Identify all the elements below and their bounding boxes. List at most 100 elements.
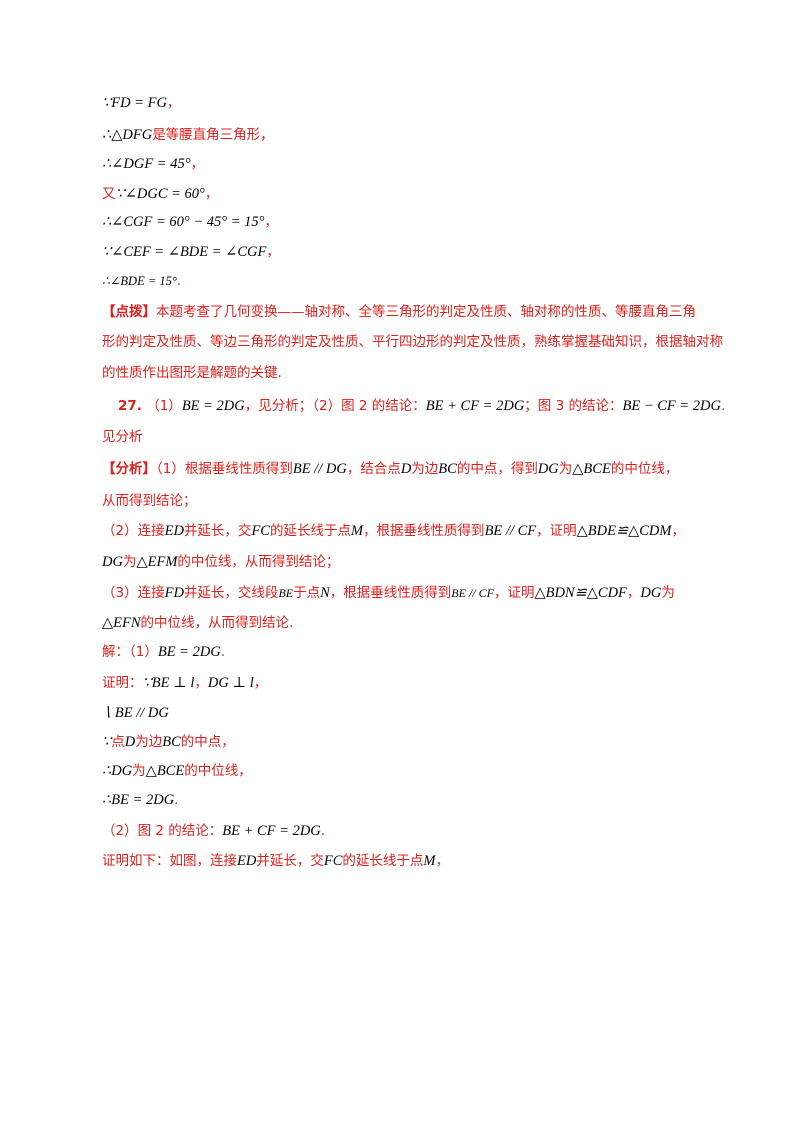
analysis-text: 的中位线， <box>610 461 679 477</box>
solution-text: 的中位线， <box>184 763 252 779</box>
analysis-text: ， <box>626 585 641 601</box>
proof-line-2: ∴△DFG是等腰直角三角形， <box>102 126 274 144</box>
math-expr: BE // DG <box>292 461 347 477</box>
proof-line-1: ∵FD = FG， <box>102 94 180 112</box>
analysis-text: 于点 <box>293 585 321 601</box>
math-expr: DG ⊥ l <box>207 675 254 691</box>
line-text: ， <box>266 244 280 260</box>
analysis-text: ， <box>671 523 685 539</box>
solution-line-5: ∴DG为△BCE的中位线， <box>102 762 252 780</box>
math-expr: BE <box>278 586 294 600</box>
math-expr: BE + CF = 2DG <box>222 823 321 839</box>
math-expr: ED <box>237 853 257 869</box>
tip-text: 的性质作出图形是解题的关键. <box>102 365 282 381</box>
solution-text: 点 <box>111 734 125 750</box>
analysis-text: ，根据垂线性质得到 <box>329 585 452 601</box>
math-expr: △BCE <box>572 461 611 477</box>
solution-text: ， <box>253 675 268 691</box>
math-expr: FC <box>323 853 343 869</box>
math-expr: △BDE≌△CDM <box>576 523 672 539</box>
analysis-text: 为 <box>558 461 573 477</box>
question-number: 27. <box>118 398 142 414</box>
solution-line-1: 解：（1）BE = 2DG. <box>102 643 225 661</box>
answer-text: . <box>720 398 726 414</box>
answer-text: （1） <box>146 398 182 414</box>
math-expr: △EFM <box>136 554 178 570</box>
solution-text: 的延长线于点 <box>342 853 424 869</box>
math-expr: ∵∠DGC = 60° <box>115 186 205 202</box>
analysis-text: 并延长，交 <box>183 523 252 539</box>
math-expr: ∴BE = 2DG <box>102 792 175 808</box>
analysis-line-4: DG为△EFM的中位线，从而得到结论； <box>102 553 339 571</box>
solution-line-6: ∴BE = 2DG. <box>102 791 178 809</box>
proof-line-4: 又∵∠DGC = 60°， <box>102 185 218 203</box>
tip-line-3: 的性质作出图形是解题的关键. <box>102 364 282 382</box>
solution-text: . <box>220 644 226 660</box>
solution-line-8: 证明如下：如图，连接ED并延长，交FC的延长线于点M， <box>102 852 449 870</box>
solution-text: 为边 <box>135 734 163 750</box>
answer-27-line-1: 27. （1）BE = 2DG，见分析；（2）图 2 的结论：BE + CF =… <box>118 397 725 415</box>
analysis-text: （1）根据垂线性质得到 <box>156 461 293 477</box>
analysis-text: ，证明 <box>493 585 535 601</box>
math-expr: △EFN <box>102 615 141 631</box>
analysis-text: 的中位线，从而得到结论. <box>140 615 294 631</box>
line-text: ， <box>166 95 181 111</box>
line-text: ， <box>204 186 219 202</box>
analysis-text: 的中位线，从而得到结论； <box>177 554 340 570</box>
analysis-text: ，根据垂线性质得到 <box>363 523 485 539</box>
math-expr: BC <box>438 461 457 477</box>
math-expr: DG <box>102 554 123 570</box>
math-expr: ∵ <box>102 734 112 750</box>
line-text: ， <box>190 156 205 172</box>
answer-27-line-2: 见分析 <box>102 428 143 446</box>
analysis-line-1: 【分析】（1）根据垂线性质得到BE // DG，结合点D为边BC的中点，得到DG… <box>102 460 678 478</box>
solution-text: . <box>320 823 326 839</box>
line-text: . <box>176 273 182 289</box>
solution-text: 解：（1） <box>102 644 158 660</box>
math-expr: ∴∠CGF = 60° − 45° = 15° <box>102 214 265 230</box>
proof-line-5: ∴∠CGF = 60° − 45° = 15°， <box>102 213 278 231</box>
math-expr: DG <box>537 461 559 477</box>
proof-line-3: ∴∠DGF = 45°， <box>102 155 204 173</box>
math-expr: ∴△DFG <box>102 127 153 143</box>
solution-line-3: ∖ BE // DG <box>102 704 169 722</box>
math-expr: BE + CF = 2DG <box>425 398 525 414</box>
analysis-text: （3）连接 <box>102 585 165 601</box>
math-expr: BE // CF <box>484 523 537 539</box>
solution-text: ， <box>194 675 208 691</box>
tip-label: 【点拨】 <box>102 304 156 320</box>
math-expr: M <box>350 523 364 539</box>
solution-text: . <box>174 792 179 808</box>
math-expr: D <box>124 734 136 750</box>
math-expr: ∴∠BDE = 15° <box>102 274 177 288</box>
solution-line-4: ∵点D为边BC的中点， <box>102 733 235 751</box>
answer-text: ，见分析；（2）图 2 的结论： <box>244 398 426 414</box>
analysis-text: 为 <box>122 554 137 570</box>
math-expr: ∖ BE // DG <box>102 705 169 721</box>
solution-text: 为 <box>132 763 146 779</box>
analysis-text: （2）连接 <box>102 523 165 539</box>
math-expr: BC <box>162 734 181 750</box>
solution-text: ， <box>435 853 449 869</box>
math-expr: FD <box>164 585 184 601</box>
analysis-line-2: 从而得到结论； <box>102 492 197 510</box>
tip-line-1: 【点拨】本题考查了几何变换——轴对称、全等三角形的判定及性质、轴对称的性质、等腰… <box>102 303 696 321</box>
proof-line-6: ∵∠CEF = ∠BDE = ∠CGF， <box>102 243 280 261</box>
math-expr: ∵∠CEF = ∠BDE = ∠CGF <box>102 244 267 260</box>
tip-text: 本题考查了几何变换——轴对称、全等三角形的判定及性质、轴对称的性质、等腰直角三角 <box>156 304 696 320</box>
solution-text: 证明： <box>102 675 143 691</box>
solution-text: 证明如下：如图，连接 <box>102 853 237 869</box>
math-expr: D <box>400 461 412 477</box>
analysis-text: ，结合点 <box>346 461 401 477</box>
solution-text: 的中点， <box>180 734 235 750</box>
analysis-text: 并延长，交线段 <box>183 585 279 601</box>
line-prefix: 又 <box>102 186 116 202</box>
answer-text: ；图 3 的结论： <box>524 398 623 414</box>
analysis-line-3: （2）连接ED并延长，交FC的延长线于点M，根据垂线性质得到BE // CF，证… <box>102 522 685 540</box>
math-expr: ∵FD = FG <box>102 95 167 111</box>
solution-text: （2）图 2 的结论： <box>102 823 223 839</box>
math-expr: ED <box>164 523 184 539</box>
math-expr: N <box>320 585 330 601</box>
proof-line-7: ∴∠BDE = 15°. <box>102 272 181 290</box>
analysis-text: 从而得到结论； <box>102 493 197 509</box>
